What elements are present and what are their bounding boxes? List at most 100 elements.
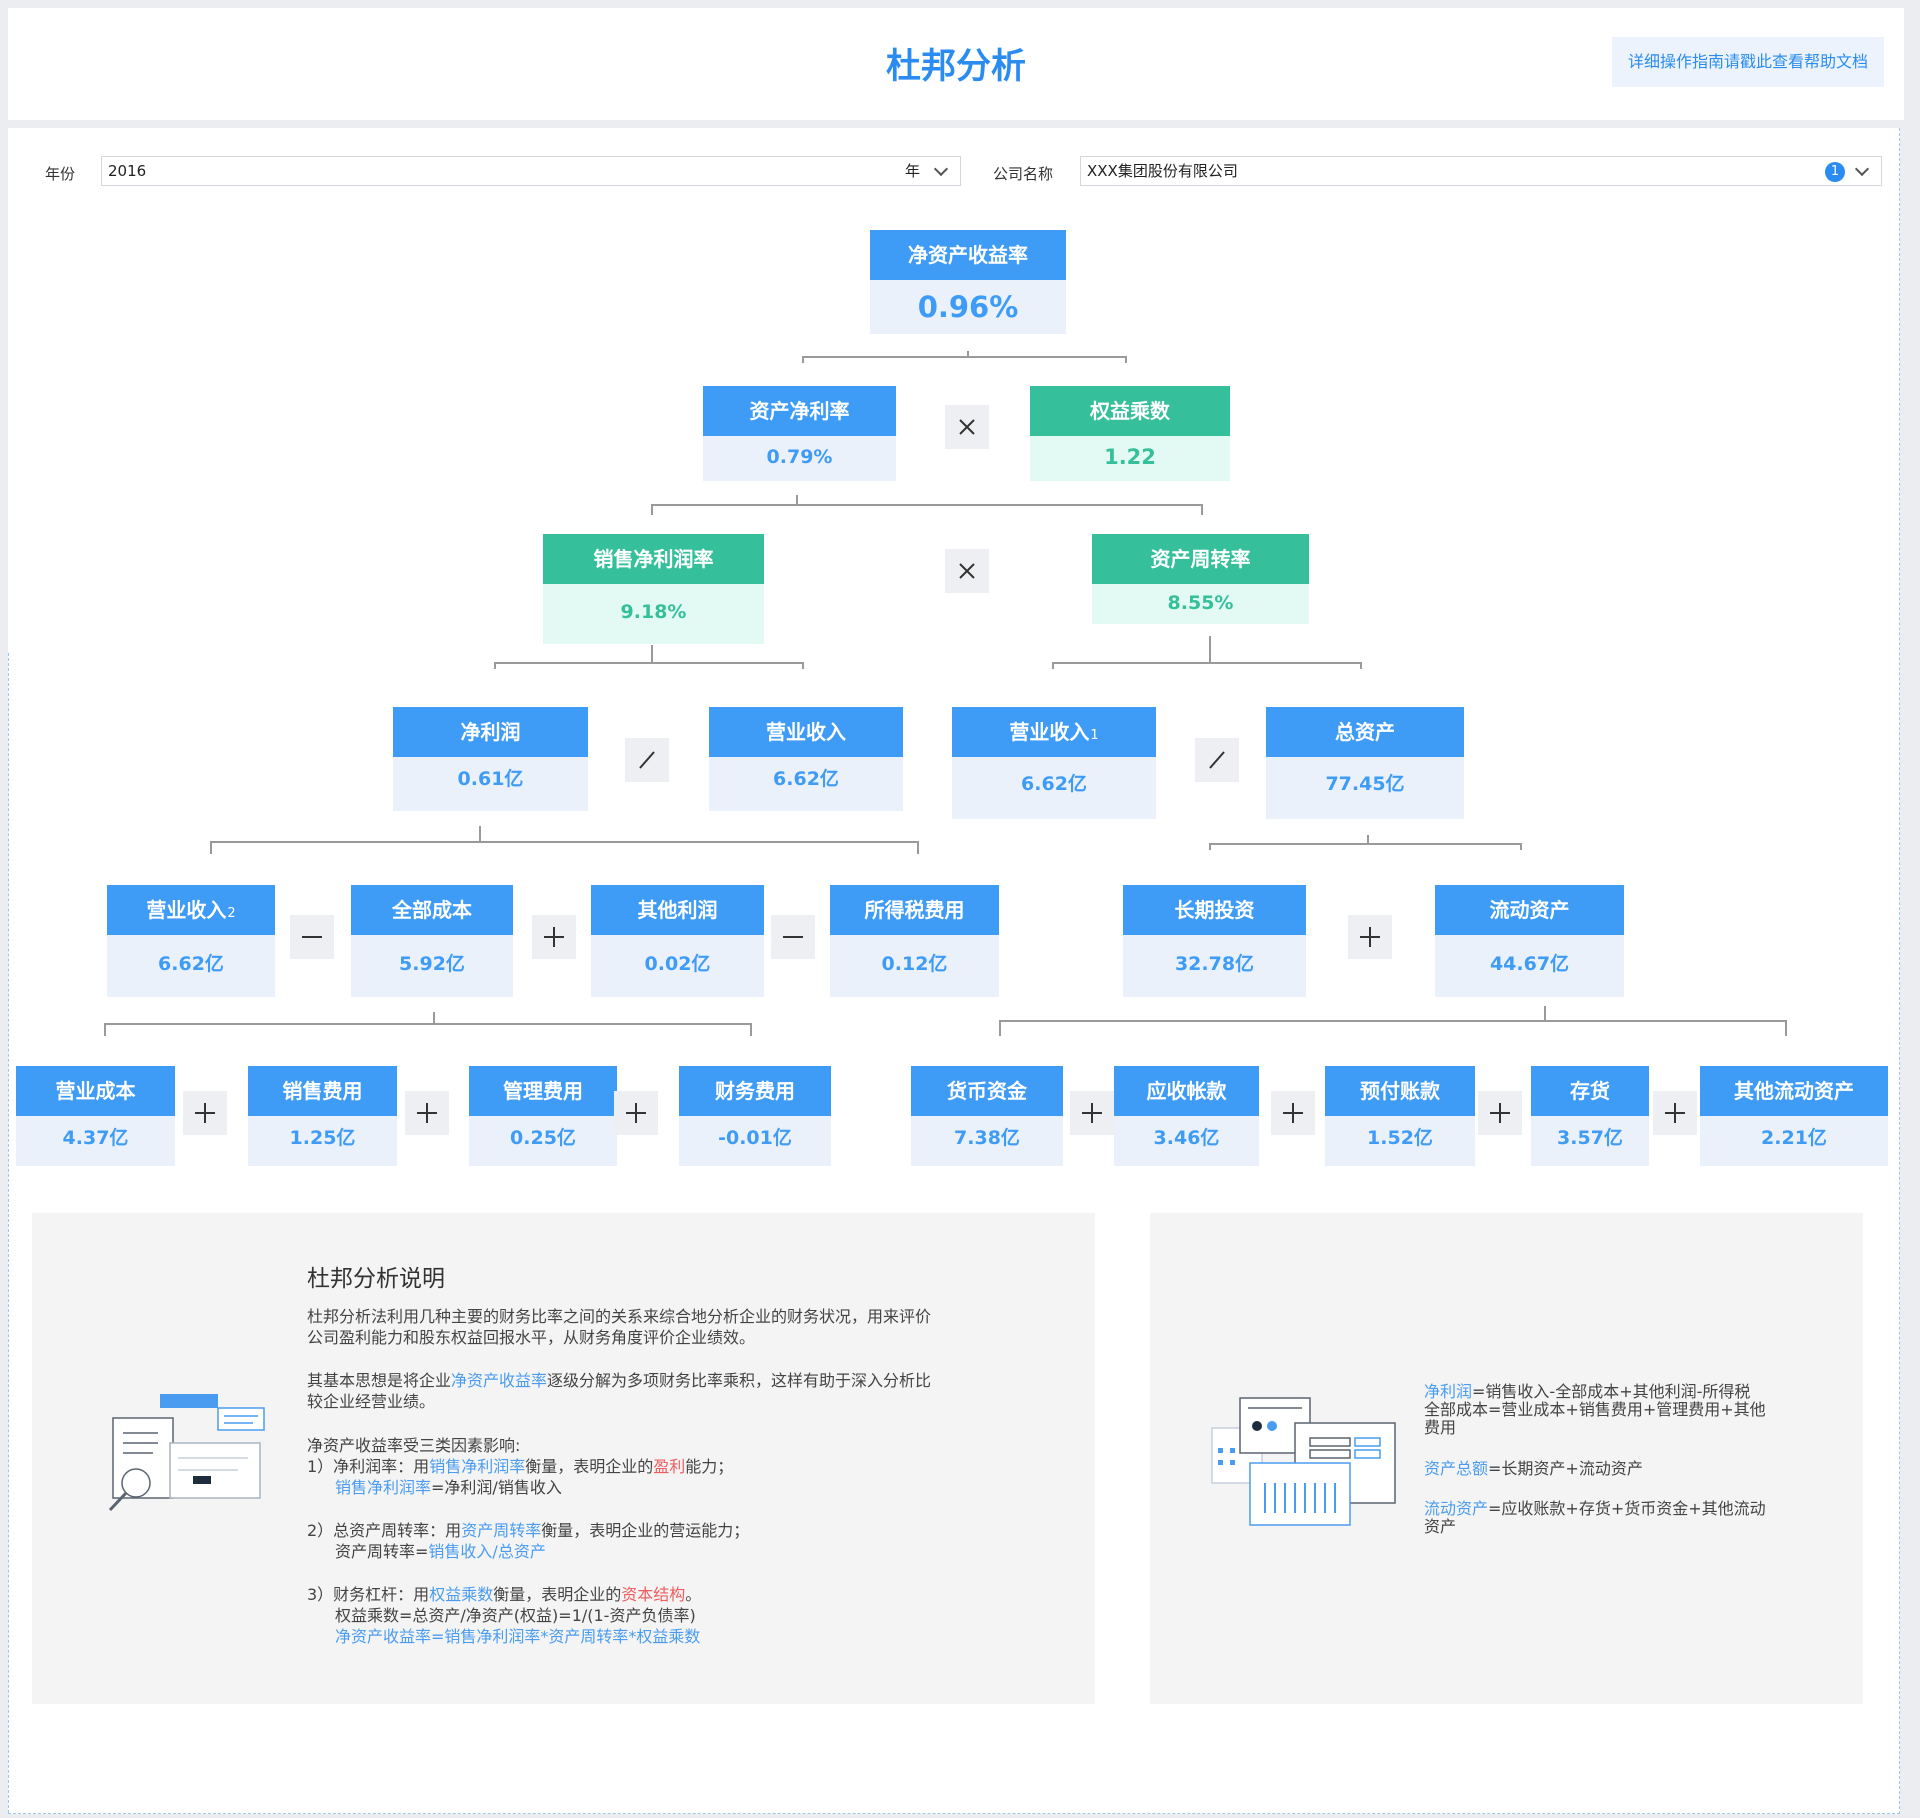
node-receivables-value: 3.46亿	[1114, 1116, 1259, 1166]
node-net-profit-label: 净利润	[393, 707, 588, 757]
node-total-assets-value: 77.45亿	[1266, 757, 1464, 819]
node-equity-multiplier[interactable]: 权益乘数 1.22	[1030, 386, 1230, 481]
description-line: 杜邦分析法利用几种主要的财务比率之间的关系来综合地分析企业的财务状况，用来评价	[307, 1307, 932, 1326]
node-revenue-2[interactable]: 营业收入2 6.62亿	[107, 885, 275, 997]
node-prepayments-value: 1.52亿	[1325, 1116, 1475, 1166]
plus-icon	[1478, 1091, 1522, 1135]
dashed-border	[8, 653, 9, 1813]
node-revenue-2-label: 营业收入2	[107, 885, 275, 935]
page-title: 杜邦分析	[885, 47, 1026, 87]
node-asset-turnover[interactable]: 资产周转率 8.55%	[1092, 534, 1309, 624]
node-revenue-value: 6.62亿	[709, 757, 903, 811]
node-revenue-2-value: 6.62亿	[107, 935, 275, 997]
node-roe-label: 净资产收益率	[870, 230, 1066, 280]
node-revenue[interactable]: 营业收入 6.62亿	[709, 707, 903, 811]
node-net-margin-label: 销售净利润率	[543, 534, 764, 584]
node-current-assets[interactable]: 流动资产 44.67亿	[1435, 885, 1624, 997]
node-revenue-label: 营业收入	[709, 707, 903, 757]
node-inventory[interactable]: 存货 3.57亿	[1531, 1066, 1649, 1166]
node-asset-turnover-value: 8.55%	[1092, 584, 1309, 624]
node-inventory-label: 存货	[1531, 1066, 1649, 1116]
help-doc-link[interactable]: 详细操作指南请戳此查看帮助文档	[1612, 37, 1884, 87]
node-admin-expense-label: 管理费用	[469, 1066, 617, 1116]
node-prepayments[interactable]: 预付账款 1.52亿	[1325, 1066, 1475, 1166]
node-total-assets-label: 总资产	[1266, 707, 1464, 757]
plus-icon	[614, 1091, 658, 1135]
formula-line: 流动资产=应收账款+存货+货币资金+其他流动	[1424, 1499, 1766, 1518]
node-operating-cost-label: 营业成本	[16, 1066, 175, 1116]
node-other-profit-label: 其他利润	[591, 885, 764, 935]
description-line: 销售净利润率=净利润/销售收入	[335, 1478, 562, 1497]
year-label: 年份	[45, 165, 76, 183]
node-selling-expense[interactable]: 销售费用 1.25亿	[248, 1066, 397, 1166]
node-total-assets[interactable]: 总资产 77.45亿	[1266, 707, 1464, 819]
node-net-margin-value: 9.18%	[543, 584, 764, 644]
node-prepayments-label: 预付账款	[1325, 1066, 1475, 1116]
node-net-margin[interactable]: 销售净利润率 9.18%	[543, 534, 764, 644]
node-operating-cost[interactable]: 营业成本 4.37亿	[16, 1066, 175, 1166]
node-net-profit[interactable]: 净利润 0.61亿	[393, 707, 588, 811]
node-roa-label: 资产净利率	[703, 386, 896, 436]
node-other-profit-value: 0.02亿	[591, 935, 764, 997]
dupont-description-panel: 杜邦分析说明 杜邦分析法利用几种主要的财务比率之间的关系来综合地分析企业的财务状…	[32, 1213, 1095, 1704]
description-line: 3）财务杠杆：用权益乘数衡量，表明企业的资本结构。	[307, 1585, 702, 1604]
formula-line: 资产	[1424, 1517, 1457, 1536]
node-other-current-assets[interactable]: 其他流动资产 2.21亿	[1700, 1066, 1888, 1166]
description-line: 公司盈利能力和股东权益回报水平，从财务角度评价企业绩效。	[307, 1328, 756, 1347]
node-income-tax-value: 0.12亿	[830, 935, 999, 997]
plus-icon	[1070, 1091, 1114, 1135]
node-cash[interactable]: 货币资金 7.38亿	[911, 1066, 1063, 1166]
formula-panel: 净利润=销售收入-全部成本+其他利润-所得税 全部成本=营业成本+销售费用+管理…	[1150, 1213, 1863, 1704]
year-select[interactable]: 2016 年	[101, 156, 961, 186]
formula-line: 资产总额=长期资产+流动资产	[1424, 1459, 1643, 1478]
node-roa-value: 0.79%	[703, 436, 896, 481]
node-revenue-1-value: 6.62亿	[952, 757, 1156, 819]
node-equity-multiplier-label: 权益乘数	[1030, 386, 1230, 436]
document-search-illustration	[108, 1394, 265, 1512]
node-revenue-1[interactable]: 营业收入1 6.62亿	[952, 707, 1156, 819]
node-finance-expense[interactable]: 财务费用 -0.01亿	[679, 1066, 831, 1166]
node-roe-value: 0.96%	[870, 280, 1066, 334]
node-total-cost[interactable]: 全部成本 5.92亿	[351, 885, 513, 997]
plus-icon	[1271, 1091, 1315, 1135]
plus-icon	[405, 1091, 449, 1135]
node-receivables-label: 应收帐款	[1114, 1066, 1259, 1116]
node-revenue-1-label: 营业收入1	[952, 707, 1156, 757]
description-line: 净资产收益率=销售净利润率*资产周转率*权益乘数	[335, 1627, 701, 1646]
divide-icon	[1195, 738, 1239, 782]
company-value: XXX集团股份有限公司	[1087, 162, 1238, 180]
formula-line: 全部成本=营业成本+销售费用+管理费用+其他	[1424, 1400, 1766, 1419]
node-selling-expense-value: 1.25亿	[248, 1116, 397, 1166]
node-admin-expense-value: 0.25亿	[469, 1116, 617, 1166]
node-long-term-investment-label: 长期投资	[1123, 885, 1306, 935]
node-roe[interactable]: 净资产收益率 0.96%	[870, 230, 1066, 334]
node-total-cost-label: 全部成本	[351, 885, 513, 935]
plus-icon	[532, 915, 576, 959]
node-receivables[interactable]: 应收帐款 3.46亿	[1114, 1066, 1259, 1166]
company-select[interactable]: XXX集团股份有限公司 1	[1080, 156, 1882, 186]
plus-icon	[1348, 915, 1392, 959]
node-long-term-investment[interactable]: 长期投资 32.78亿	[1123, 885, 1306, 997]
node-inventory-value: 3.57亿	[1531, 1116, 1649, 1166]
year-value: 2016	[108, 162, 147, 180]
node-other-profit[interactable]: 其他利润 0.02亿	[591, 885, 764, 997]
node-income-tax[interactable]: 所得税费用 0.12亿	[830, 885, 999, 997]
description-line: 资产周转率=销售收入/总资产	[335, 1542, 546, 1561]
node-selling-expense-label: 销售费用	[248, 1066, 397, 1116]
node-roa[interactable]: 资产净利率 0.79%	[703, 386, 896, 481]
node-other-current-assets-label: 其他流动资产	[1700, 1066, 1888, 1116]
node-long-term-investment-value: 32.78亿	[1123, 935, 1306, 997]
node-admin-expense[interactable]: 管理费用 0.25亿	[469, 1066, 617, 1166]
minus-icon	[771, 915, 815, 959]
node-equity-multiplier-value: 1.22	[1030, 436, 1230, 481]
plus-icon	[1653, 1091, 1697, 1135]
formula-line: 费用	[1424, 1418, 1457, 1437]
minus-icon	[290, 915, 334, 959]
company-label: 公司名称	[993, 165, 1054, 183]
description-line: 权益乘数=总资产/净资产(权益)=1/(1-资产负债率)	[335, 1606, 696, 1625]
header-bar: 杜邦分析 详细操作指南请戳此查看帮助文档	[8, 8, 1904, 120]
description-line: 其基本思想是将企业净资产收益率逐级分解为多项财务比率乘积，这样有助于深入分析比	[307, 1371, 932, 1390]
node-current-assets-value: 44.67亿	[1435, 935, 1624, 997]
divide-icon	[625, 738, 669, 782]
node-income-tax-label: 所得税费用	[830, 885, 999, 935]
